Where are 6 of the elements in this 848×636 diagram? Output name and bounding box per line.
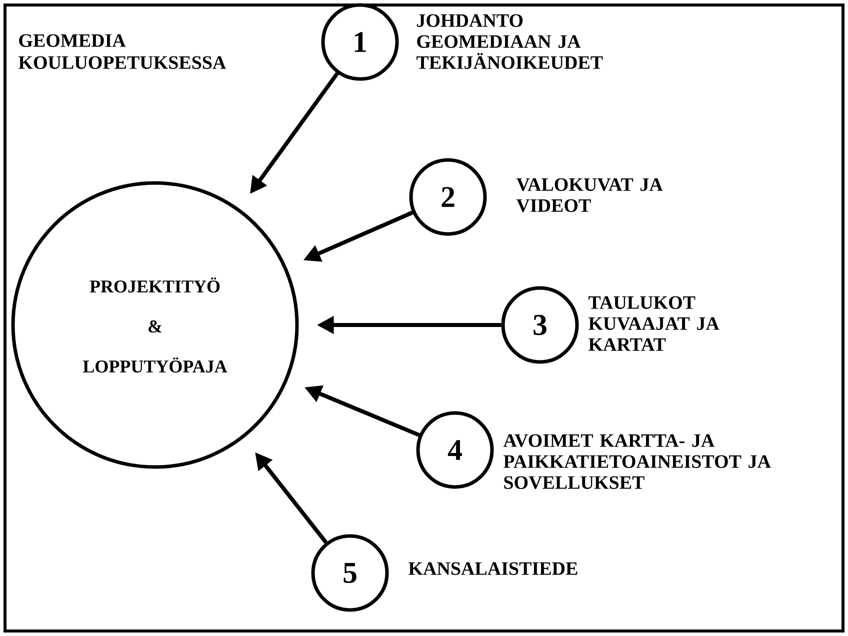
title: GEOMEDIA KOULUOPETUKSESSA — [18, 34, 226, 69]
topic-label: VALOKUVAT JA VIDEOT — [516, 178, 663, 212]
topic-label: AVOIMET KARTTA- JA PAIKKATIETOAINEISTOT JA SOVELLUKSET — [503, 434, 771, 490]
topic-label: KANSALAISTIEDE — [408, 562, 578, 575]
topic-label: JOHDANTO GEOMEDIAAN JA TEKIJÄNOIKEUDET — [416, 14, 603, 69]
topic-label: TAULUKOT KUVAAJAT JA KARTAT — [588, 296, 720, 351]
